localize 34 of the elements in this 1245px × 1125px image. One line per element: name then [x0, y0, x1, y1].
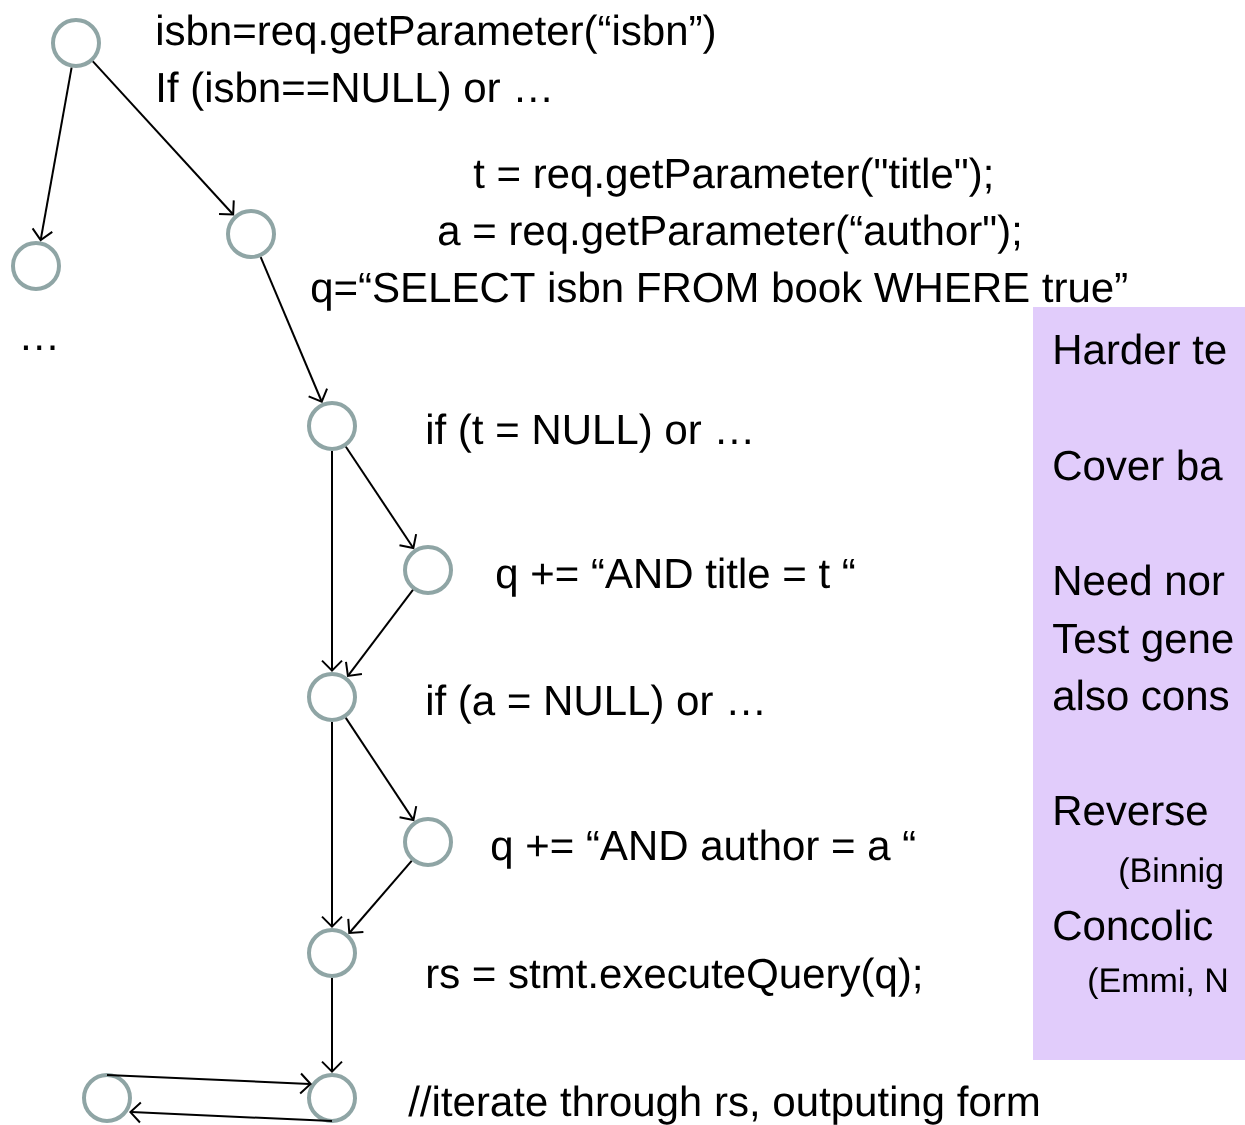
arrow [344, 445, 418, 550]
code-text: … [23, 345, 55, 350]
circle-node [307, 928, 357, 978]
circle-node [11, 241, 61, 291]
code-text: a = req.getParameter(“author"); [439, 214, 1019, 254]
code-text: If (isbn==NULL) or … [159, 71, 549, 111]
circle-node [307, 672, 357, 722]
arrow [129, 1101, 333, 1124]
arrow [347, 859, 413, 935]
circle-node [51, 18, 101, 68]
circle-node [226, 209, 276, 259]
code-text: //iterate through rs, outputing form [408, 1085, 1039, 1125]
code-text: rs = stmt.executeQuery(q); [428, 957, 920, 997]
arrow [106, 1072, 312, 1095]
arrow [345, 588, 414, 678]
circle-node [307, 1073, 357, 1123]
arrow [259, 256, 329, 403]
circle-node [307, 401, 357, 451]
arrow [321, 450, 343, 672]
arrow [91, 60, 235, 216]
code-text: if (t = NULL) or … [428, 413, 750, 453]
arrow [321, 977, 343, 1073]
arrow [31, 66, 73, 242]
code-text: if (a = NULL) or … [428, 684, 762, 724]
circle-node [403, 817, 453, 867]
code-text: t = req.getParameter("title"); [473, 157, 991, 197]
note-box: Harder te Cover ba Need nor Test gene also cons Reverse (Binnig Concolic (Emmi, N [1033, 307, 1245, 1060]
circle-node [82, 1073, 132, 1123]
code-text: q += “AND title = t “ [496, 557, 855, 597]
code-text: q += “AND author = a “ [491, 829, 915, 869]
arrow [344, 716, 418, 822]
circle-node [403, 545, 453, 595]
arrow [321, 721, 343, 928]
code-text: isbn=req.getParameter(“isbn”) [158, 14, 714, 54]
